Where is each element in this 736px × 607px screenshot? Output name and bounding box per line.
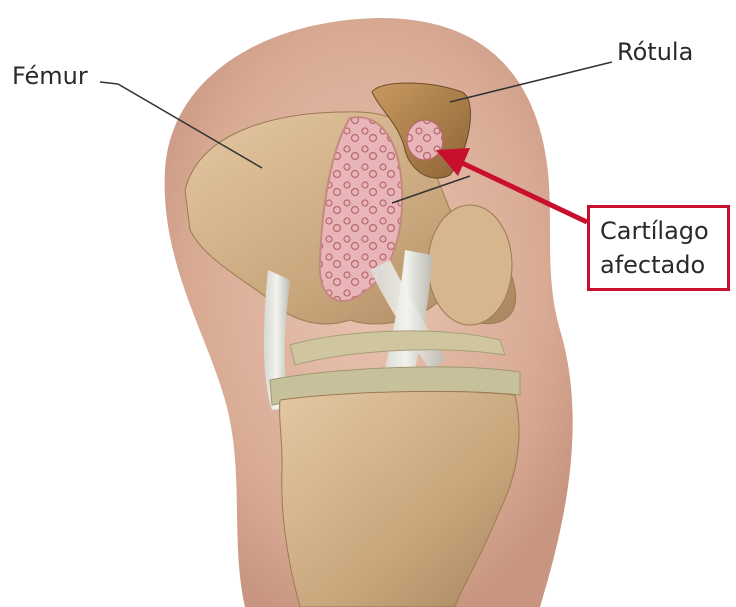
callout-cartilage: Cartílago afectado bbox=[587, 205, 730, 291]
callout-line-1: Cartílago bbox=[600, 214, 727, 248]
callout-line-2: afectado bbox=[600, 248, 727, 282]
femur-leader-line bbox=[100, 82, 118, 84]
label-femur: Fémur bbox=[12, 64, 88, 88]
femoral-condyle bbox=[428, 205, 512, 325]
label-rotula: Rótula bbox=[617, 40, 693, 64]
patella-cartilage-spot bbox=[407, 120, 443, 160]
